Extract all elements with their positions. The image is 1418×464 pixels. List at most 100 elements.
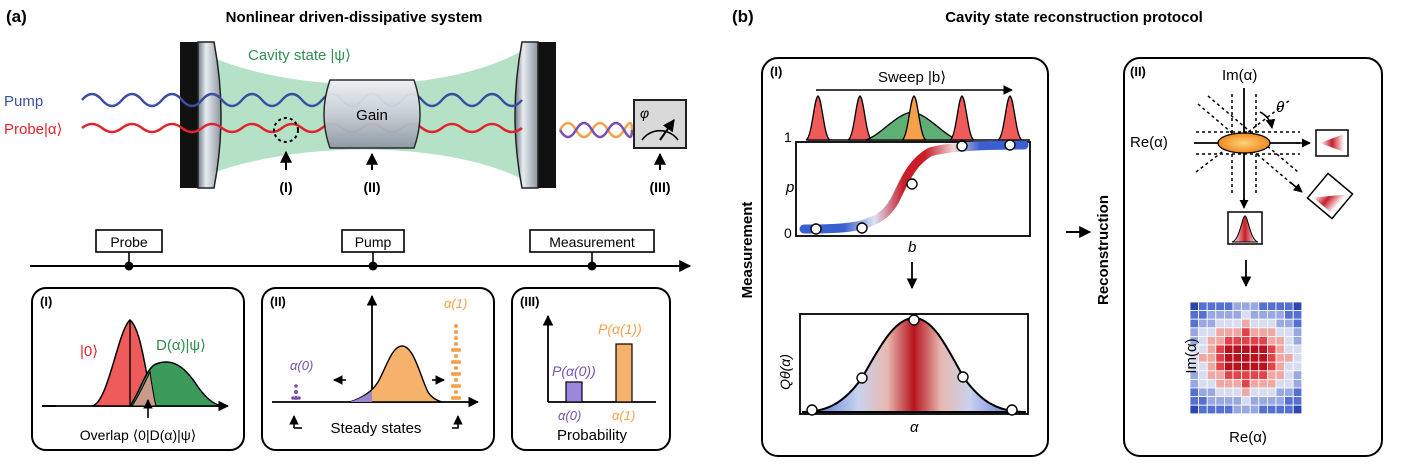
panel-b-title: Cavity state reconstruction protocol [945, 9, 1203, 26]
grid-cell [1189, 396, 1200, 406]
grid-cell [1267, 404, 1277, 415]
svg-text:Gain: Gain [356, 107, 388, 124]
marker-label-1: (I) [279, 179, 292, 195]
grid-cell [1198, 318, 1208, 329]
overlap-box: (I) |0⟩ D(α)|ψ⟩ Overlap ⟨0|D(α)|ψ⟩ [31, 287, 245, 451]
grid-cell [1275, 404, 1286, 415]
grid-cell [1206, 361, 1217, 372]
grid-cell [1232, 387, 1243, 398]
grid-cell [1275, 370, 1286, 380]
grid-cell [1275, 310, 1286, 320]
grid-cell [1292, 344, 1303, 355]
projection-horizontal [1315, 129, 1349, 157]
detector-meter: φ [633, 99, 687, 149]
grid-cell [1267, 327, 1277, 337]
svg-text:φ: φ [640, 105, 649, 121]
grid-cell [1267, 301, 1277, 312]
grid-cell [1189, 310, 1200, 320]
grid-cell [1292, 378, 1303, 389]
grid-cell [1241, 396, 1251, 406]
measurement-label: Measurement [739, 202, 756, 299]
grid-cell [1215, 301, 1225, 312]
sweep-peak-orange [901, 95, 927, 141]
grid-cell [1267, 335, 1277, 346]
grid-cell [1267, 310, 1277, 320]
grid-cell [1215, 370, 1225, 380]
grid-cell [1241, 301, 1251, 312]
probe-label: Probe|α⟩ [4, 121, 62, 138]
svg-text:1: 1 [784, 129, 792, 145]
probe-wave [81, 122, 523, 134]
grid-cell [1206, 301, 1217, 312]
svg-text:α(1): α(1) [612, 408, 635, 423]
grid-cell [1275, 387, 1286, 398]
grid-cell [1292, 335, 1303, 346]
grid-cell [1284, 370, 1294, 380]
timeline-probe: Probe [95, 229, 163, 271]
grid-cell [1198, 378, 1208, 389]
svg-text:α(0): α(0) [558, 408, 581, 423]
grid-cell [1206, 327, 1217, 337]
grid-cell [1267, 344, 1277, 355]
grid-cell [1232, 404, 1243, 415]
grid-cell [1249, 318, 1260, 329]
grid-cell [1206, 353, 1217, 363]
reconstruction-label: Reconstruction [1095, 195, 1112, 305]
grid-cell [1215, 387, 1225, 398]
grid-cell [1267, 370, 1277, 380]
grid-cell [1215, 353, 1225, 363]
grid-cell [1198, 310, 1208, 320]
grid-cell [1189, 327, 1200, 337]
grid-cell [1224, 318, 1234, 329]
grid-cell [1232, 361, 1243, 372]
steady-state-hump [349, 345, 443, 403]
grid-cell [1258, 353, 1268, 363]
grid-cell [1249, 404, 1260, 415]
grid-cell [1258, 404, 1268, 415]
grid-cell [1232, 335, 1243, 346]
grid-cell [1249, 335, 1260, 346]
grid-cell [1258, 318, 1268, 329]
grid-cell [1224, 370, 1234, 380]
grid-cell [1284, 318, 1294, 329]
grid-cell [1215, 335, 1225, 346]
svg-text:Im(α): Im(α) [1222, 67, 1257, 84]
grid-cell [1215, 344, 1225, 355]
grid-cell [1284, 387, 1294, 398]
svg-text:P(α(1)): P(α(1)) [598, 321, 642, 337]
svg-text:D(α)|ψ⟩: D(α)|ψ⟩ [156, 337, 206, 354]
grid-cell [1189, 404, 1200, 415]
grid-cell [1241, 318, 1251, 329]
grid-cell [1249, 370, 1260, 380]
grid-cell [1292, 310, 1303, 320]
grid-cell [1241, 387, 1251, 398]
grid-cell [1224, 378, 1234, 389]
grid-cell [1258, 378, 1268, 389]
svg-text:(I): (I) [770, 64, 782, 79]
output-wave-orange [558, 121, 634, 139]
grid-cell [1275, 335, 1286, 346]
grid-cell [1232, 301, 1243, 312]
grid-cell [1292, 318, 1303, 329]
right-mirror [514, 41, 556, 189]
grid-cell [1292, 361, 1303, 372]
overlap-region [131, 370, 157, 407]
grid-cell [1198, 404, 1208, 415]
panel-a-title: Nonlinear driven-dissipative system [226, 9, 483, 26]
svg-text:|0⟩: |0⟩ [80, 343, 98, 360]
grid-cell [1292, 370, 1303, 380]
grid-cell [1215, 318, 1225, 329]
grid-cell [1206, 387, 1217, 398]
q-plot-frame [799, 313, 1029, 415]
grid-cell [1249, 396, 1260, 406]
p-alpha1-bar [615, 343, 633, 403]
panel-a-label: (a) [6, 7, 27, 26]
grid-cell [1292, 301, 1303, 312]
cavity-state-label: Cavity state |ψ⟩ [248, 47, 351, 64]
grid-cell [1198, 387, 1208, 398]
grid-cell [1198, 396, 1208, 406]
grid-cell [1215, 378, 1225, 389]
grid-cell [1275, 301, 1286, 312]
svg-text:Probability: Probability [557, 427, 628, 444]
grid-cell [1232, 353, 1243, 363]
